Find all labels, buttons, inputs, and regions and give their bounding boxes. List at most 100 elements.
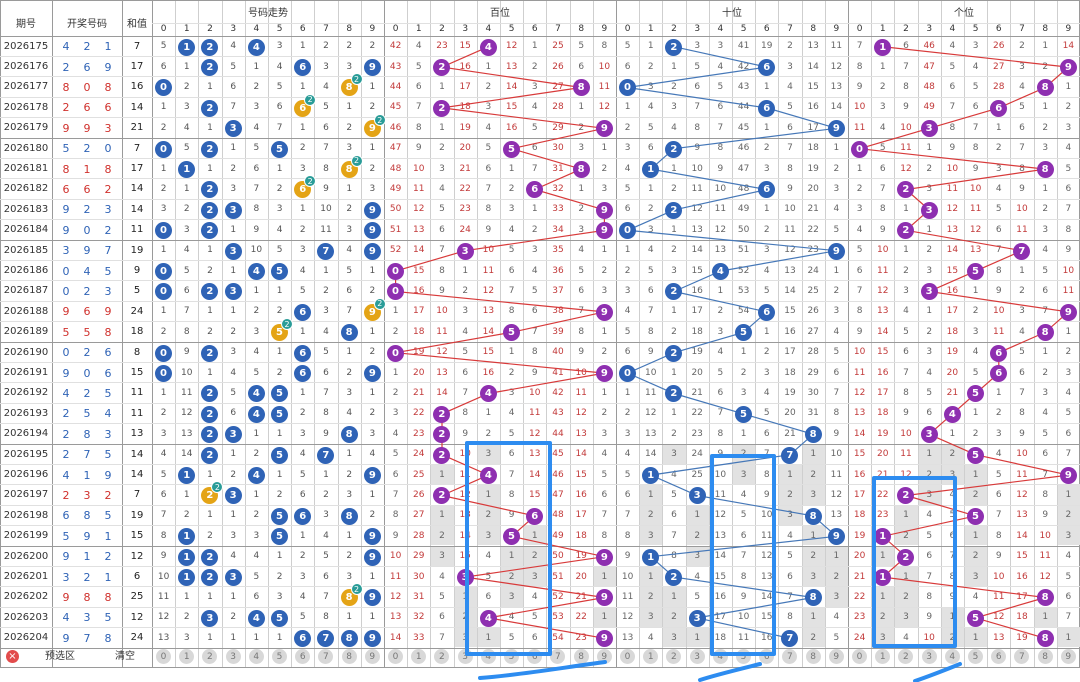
- preselect-digit-button[interactable]: 7: [1014, 649, 1030, 664]
- preselect-digit-button[interactable]: 3: [225, 649, 241, 664]
- missing-count: 7: [624, 510, 631, 521]
- clear-button[interactable]: 清空: [115, 651, 135, 662]
- trend-ball: 4: [247, 262, 265, 280]
- preselect-digit-button[interactable]: 8: [1037, 649, 1053, 664]
- missing-count: 12: [900, 163, 912, 174]
- preselect-digit-button[interactable]: 8: [573, 649, 589, 664]
- row-period: 2026186: [3, 265, 49, 277]
- preselect-digit-button[interactable]: 5: [968, 649, 983, 664]
- missing-count: 7: [276, 122, 283, 133]
- preselect-digit-button[interactable]: 4: [248, 649, 264, 664]
- preselect-digit-button[interactable]: 7: [782, 649, 798, 664]
- missing-count: 17: [784, 347, 796, 358]
- preselect-digit-button[interactable]: 5: [272, 649, 287, 664]
- missing-count: 1: [253, 632, 260, 643]
- missing-count: 11: [181, 387, 193, 398]
- preselect-digit-button[interactable]: 9: [1060, 649, 1076, 664]
- header-digit-0-7: 7: [323, 24, 329, 34]
- missing-count: 2: [601, 408, 608, 419]
- draw-number: 4: [62, 611, 70, 625]
- trend-ball: 7: [317, 630, 335, 648]
- trend-ball: 9: [363, 548, 381, 566]
- preselect-digit-button[interactable]: 4: [944, 649, 960, 664]
- preselect-digit-button[interactable]: 2: [202, 649, 218, 664]
- missing-count: 2: [230, 163, 237, 174]
- preselect-digit-button[interactable]: 0: [388, 649, 403, 664]
- preselect-digit-button[interactable]: 2: [434, 649, 450, 664]
- missing-count: 10: [413, 163, 425, 174]
- clear-icon[interactable]: ×: [6, 650, 19, 663]
- missing-count: 11: [877, 265, 889, 276]
- column-divider: [244, 0, 246, 668]
- position-ball: 3: [920, 283, 938, 301]
- missing-count: 3: [392, 408, 399, 419]
- row-period: 2026177: [3, 81, 49, 93]
- preselect-digit-button[interactable]: 8: [341, 649, 357, 664]
- preselect-digit-button[interactable]: 2: [666, 649, 682, 664]
- missing-count: 26: [552, 61, 564, 72]
- preselect-digit-button[interactable]: 3: [921, 649, 937, 664]
- missing-count: 4: [787, 530, 793, 541]
- preselect-digit-button[interactable]: 0: [852, 649, 867, 664]
- row-period: 2026185: [3, 244, 49, 256]
- missing-count: 14: [807, 61, 819, 72]
- preselect-digit-button[interactable]: 1: [179, 649, 195, 664]
- preselect-digit-button[interactable]: 7: [550, 649, 566, 664]
- missing-count: 2: [230, 469, 237, 480]
- missing-count: 13: [645, 428, 657, 439]
- missing-count: 5: [671, 489, 677, 500]
- preselect-digit-button[interactable]: 6: [295, 649, 311, 664]
- preselect-digit-button[interactable]: 1: [411, 649, 427, 664]
- preselect-digit-button[interactable]: 1: [875, 649, 891, 664]
- row-sum: 25: [130, 591, 144, 603]
- missing-count: 8: [160, 530, 167, 541]
- preselect-digit-button[interactable]: 8: [805, 649, 821, 664]
- missing-count: 30: [413, 571, 425, 582]
- missing-count: 6: [624, 204, 631, 215]
- missing-count: 5: [833, 347, 840, 358]
- repeat-count-badge: 2: [304, 175, 317, 188]
- missing-count: 15: [482, 347, 495, 358]
- preselect-digit-button[interactable]: 7: [318, 649, 334, 664]
- missing-count: 14: [575, 449, 587, 460]
- missing-count: 14: [436, 387, 448, 398]
- missing-count: 5: [1042, 428, 1049, 439]
- preselect-digit-button[interactable]: 0: [620, 649, 635, 664]
- missing-count: 5: [323, 551, 329, 562]
- row-divider: [0, 647, 1080, 649]
- missing-count: 1: [903, 204, 909, 215]
- missing-count: 10: [877, 245, 889, 256]
- missing-count: 7: [647, 306, 654, 317]
- missing-count: 4: [787, 81, 793, 92]
- missing-count: 1: [624, 102, 631, 113]
- preselect-digit-button[interactable]: 6: [991, 649, 1007, 664]
- missing-count: 5: [1019, 102, 1025, 113]
- position-ball: 9: [595, 589, 613, 607]
- missing-count: 1: [624, 245, 631, 256]
- missing-count: 2: [207, 326, 213, 337]
- missing-count: 5: [299, 612, 306, 623]
- preselect-digit-button[interactable]: 9: [828, 649, 844, 664]
- header-digit-2-8: 8: [810, 24, 817, 34]
- missing-count: 3: [926, 265, 933, 276]
- preselect-digit-button[interactable]: 2: [898, 649, 914, 664]
- missing-count: 2: [601, 347, 608, 358]
- draw-number: 0: [83, 80, 91, 94]
- position-ball: 9: [827, 528, 845, 546]
- missing-count: 46: [737, 143, 750, 154]
- preselect-digit-button[interactable]: 3: [689, 649, 705, 664]
- preselect-digit-button[interactable]: 9: [596, 649, 612, 664]
- missing-count: 1: [369, 489, 376, 500]
- missing-count: 1: [671, 591, 677, 602]
- preselect-digit-button[interactable]: 0: [156, 649, 171, 664]
- missing-count: 5: [392, 449, 399, 460]
- preselect-digit-button[interactable]: 1: [643, 649, 659, 664]
- missing-count: 5: [995, 469, 1002, 480]
- missing-count: 3: [299, 245, 306, 256]
- missing-count: 1: [207, 367, 213, 378]
- missing-count: 1: [763, 122, 770, 133]
- draw-number: 3: [104, 121, 112, 135]
- position-ball: 2: [433, 99, 451, 117]
- preselect-digit-button[interactable]: 9: [364, 649, 380, 664]
- missing-count: 1: [671, 224, 677, 235]
